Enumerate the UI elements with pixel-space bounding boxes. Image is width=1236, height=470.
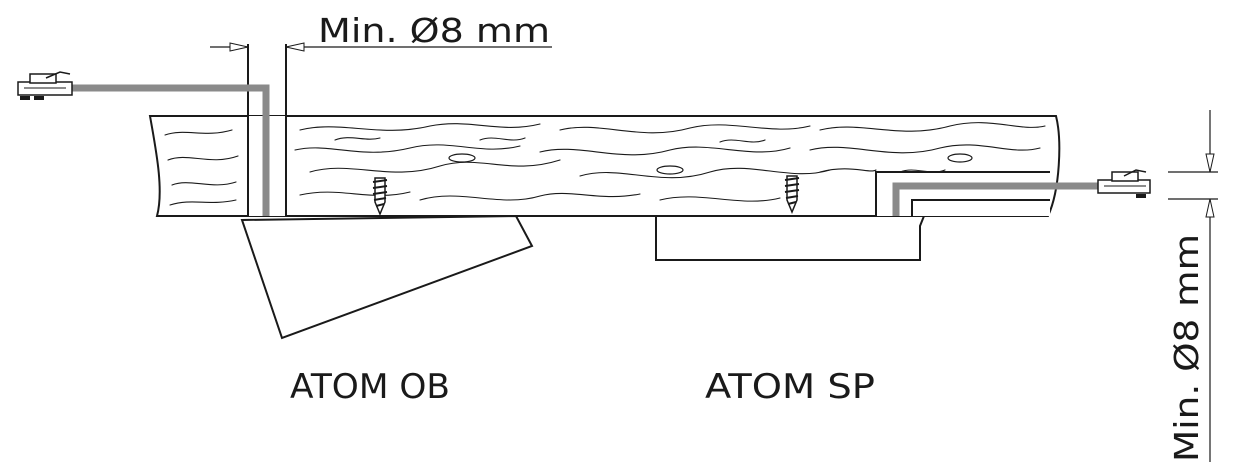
side-dimension: Min. Ø8 mm <box>1167 110 1218 462</box>
right-cable <box>892 182 1100 216</box>
atom-ob-fixture <box>240 214 534 340</box>
led-connector-icon <box>1097 169 1151 198</box>
screw-icon <box>372 177 388 216</box>
left-connector <box>17 71 73 100</box>
top-dimension-label: Min. Ø8 mm <box>318 11 550 50</box>
led-connector-icon <box>17 71 73 100</box>
screw-icon <box>784 175 800 214</box>
atom-sp-fixture <box>655 215 925 261</box>
atom-ob-label: ATOM OB <box>290 367 450 407</box>
top-dimension: Min. Ø8 mm <box>210 11 552 52</box>
side-dimension-label: Min. Ø8 mm <box>1167 234 1206 462</box>
left-cable <box>72 84 270 216</box>
right-connector <box>1097 169 1151 198</box>
drill-channel-horizontal <box>875 171 1050 216</box>
atom-sp-label: ATOM SP <box>705 367 875 407</box>
